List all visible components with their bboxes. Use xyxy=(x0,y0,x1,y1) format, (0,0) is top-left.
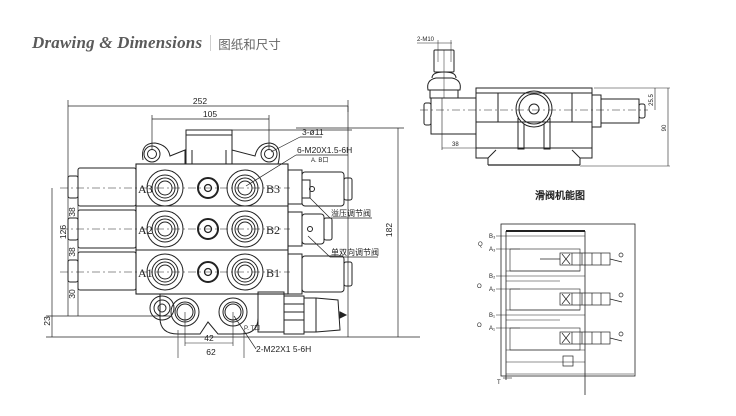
title-english: Drawing & Dimensions xyxy=(32,33,203,52)
relief-symbol xyxy=(562,355,574,367)
inlet-ports-sublabel: P. T口 xyxy=(244,325,260,332)
schematic-title: 滑阀机能图 xyxy=(535,189,585,202)
schematic: 滑阀机能图 B₃ A₃ B₂ A₂ B₁ A₁ Q O O T xyxy=(477,189,636,395)
dim-42-label: 42 xyxy=(204,333,214,343)
page-header: Drawing & Dimensions 图纸和尺寸 xyxy=(32,30,281,56)
sch-label-t: T xyxy=(497,380,501,386)
dim-252-label: 252 xyxy=(193,96,207,106)
mount-lug-left xyxy=(142,142,186,164)
dim-30-label: 30 xyxy=(67,289,77,299)
sch-label-a1: A₁ xyxy=(489,326,495,332)
front-view: 252 105 182 xyxy=(42,96,420,358)
port-b1 xyxy=(226,253,264,291)
dim-38-a-label: 38 xyxy=(67,207,77,217)
dim-23-label: 23 xyxy=(42,316,52,326)
sch-label-b3: B₃ xyxy=(489,234,496,240)
dim-inlet: 42 62 xyxy=(177,312,245,358)
dim-38-b-label: 38 xyxy=(67,247,77,257)
title-chinese: 图纸和尺寸 xyxy=(218,36,281,52)
spool-symbol-3 xyxy=(540,252,624,266)
callout-mount-holes: 3-ø11 xyxy=(270,127,324,153)
sch-label-a2: A₂ xyxy=(489,287,496,293)
thread-callout-label: 2-M10 xyxy=(417,37,435,43)
label-a1: A1 xyxy=(138,266,153,280)
dim-total-height: 182 xyxy=(296,106,404,337)
sch-label-q: Q xyxy=(478,242,483,248)
work-ports xyxy=(146,169,264,291)
callout-check-valve: 单双向调节阀 xyxy=(307,235,379,258)
dim-38-side-label: 38 xyxy=(452,142,459,148)
inlet-section xyxy=(149,291,348,335)
dim-25-5-label: 25.5 xyxy=(649,94,655,106)
port-b2 xyxy=(226,210,264,248)
side-view: 2-M10 38 xyxy=(417,37,670,167)
work-ports-label: 6-M20X1.5-6H xyxy=(297,145,352,155)
check-valve-label: 单双向调节阀 xyxy=(331,247,379,257)
right-valves xyxy=(287,169,353,295)
inlet-ports-label: 2-M22X1 5-6H xyxy=(256,344,311,354)
label-b3: B3 xyxy=(266,182,280,196)
relief-valve-label: 溢压调节阀 xyxy=(331,208,371,218)
label-b2: B2 xyxy=(266,223,280,237)
label-a2: A2 xyxy=(138,223,153,237)
sch-label-o-mid: O xyxy=(477,284,482,290)
dim-62-label: 62 xyxy=(206,347,216,357)
spool-symbol-2 xyxy=(559,292,624,306)
work-ports-sublabel: A. B口 xyxy=(311,157,328,164)
mount-holes-label: 3-ø11 xyxy=(302,127,324,137)
sch-label-o-low: O xyxy=(477,323,482,329)
dim-mount-spacing: 105 xyxy=(151,109,270,150)
port-a3 xyxy=(146,169,184,207)
port-b3 xyxy=(226,169,264,207)
callout-work-ports: 6-M20X1.5-6H A. B口 xyxy=(245,145,352,187)
port-a1 xyxy=(146,253,184,291)
label-a3: A3 xyxy=(138,182,153,196)
schematic-frame xyxy=(500,223,636,377)
dim-182-label: 182 xyxy=(384,223,394,237)
port-a2 xyxy=(146,210,184,248)
mount-lug-right xyxy=(231,142,280,165)
title-divider xyxy=(210,35,212,51)
label-b1: B1 xyxy=(266,266,280,280)
callout-inlet-ports: 2-M22X1 5-6H P. T口 xyxy=(233,315,311,354)
sch-label-b2: B₂ xyxy=(489,274,496,280)
dim-105-label: 105 xyxy=(203,109,217,119)
sch-label-b1: B₁ xyxy=(489,313,495,319)
sch-label-a3: A₃ xyxy=(489,247,496,253)
dim-90-label: 90 xyxy=(662,124,668,131)
spool-symbol-1 xyxy=(559,331,624,345)
dim-126-label: 126 xyxy=(58,225,68,239)
callout-relief-valve: 溢压调节阀 xyxy=(309,197,372,219)
